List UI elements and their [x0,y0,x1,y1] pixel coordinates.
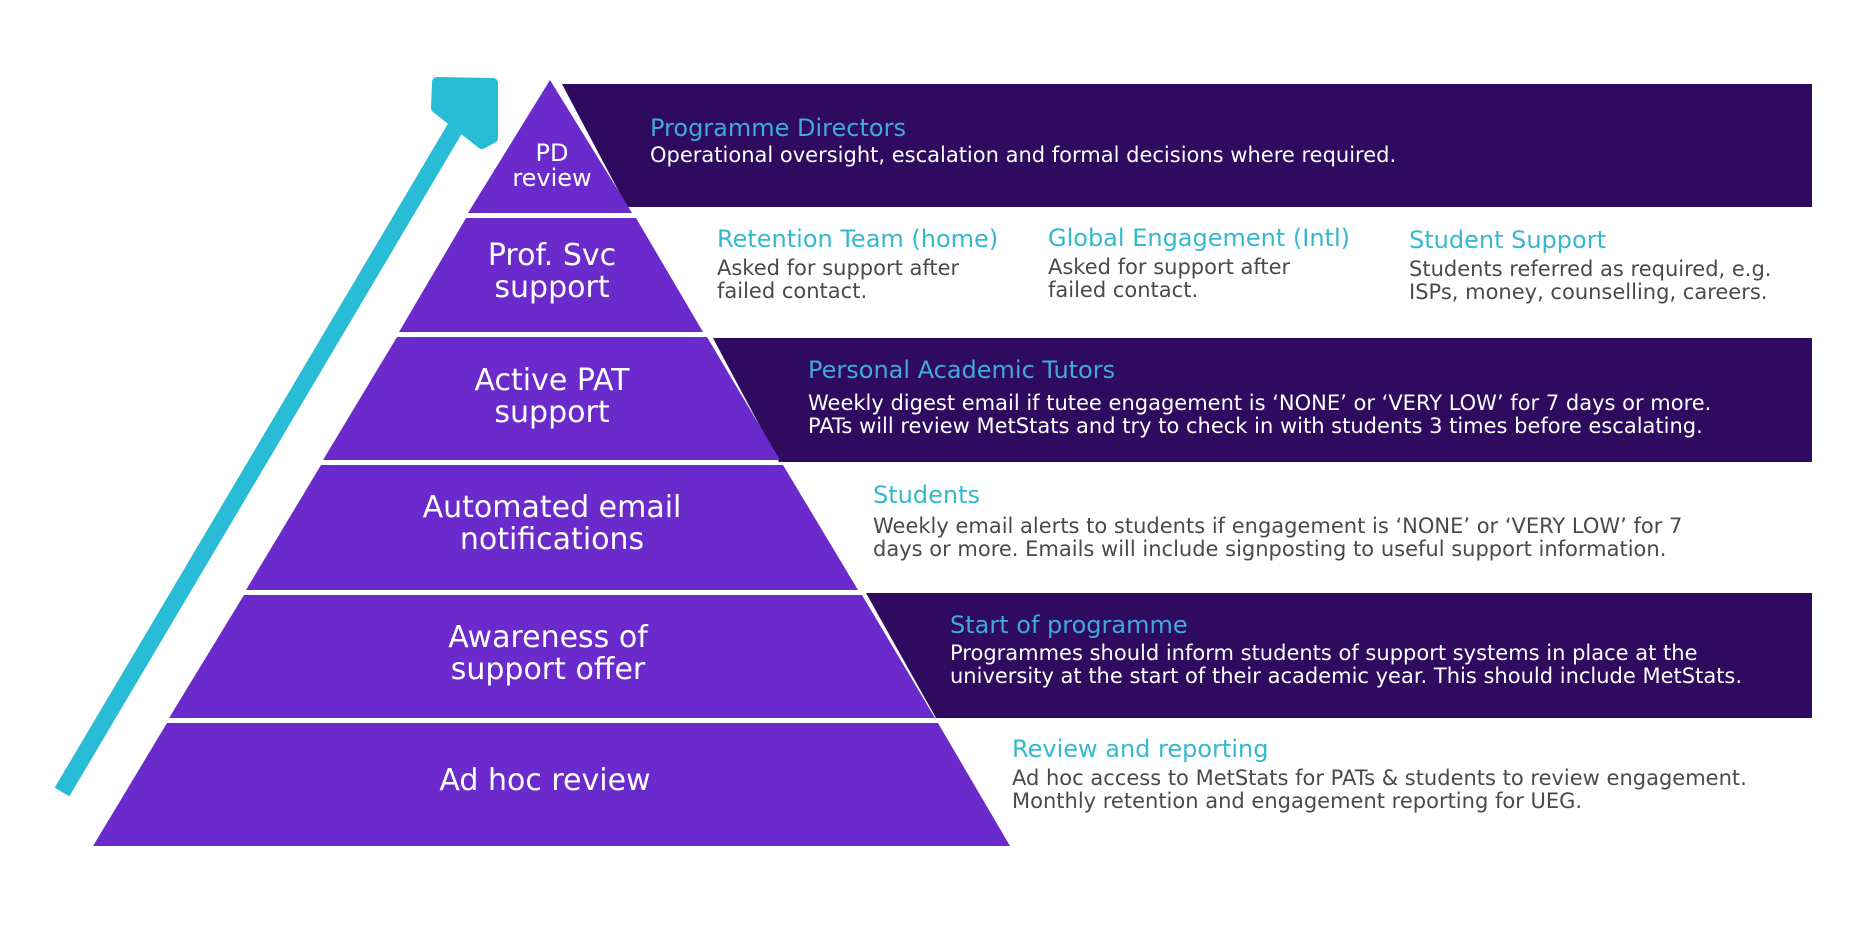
info-title: Student Support [1409,226,1606,254]
tier-awareness [169,595,935,718]
tier-label-automated-email: Automated email notifications [423,492,682,556]
tier-label-line: support offer [450,652,646,687]
bar-personal-academic-tutors [713,338,1812,462]
info-desc: Programmes should inform students of sup… [950,642,1742,688]
tier-prof-svc-support [399,218,703,332]
desc-line: Students referred as required, e.g. [1409,257,1772,281]
info-desc: Asked for support after failed contact. [1048,256,1350,302]
desc-line: PATs will review MetStats and try to che… [808,414,1703,438]
desc-line: ISPs, money, counselling, careers. [1409,280,1768,304]
info-title: Personal Academic Tutors [808,356,1116,384]
bar-programme-directors [562,84,1812,207]
desc-line: university at the start of their academi… [950,664,1743,688]
info-desc: Weekly email alerts to students if engag… [873,515,1682,561]
desc-line: Asked for support after [717,256,960,280]
info-desc: Asked for support after failed contact. [717,257,998,303]
info-title: Start of programme [950,611,1188,639]
info-desc: Weekly digest email if tutee engagement … [808,392,1711,438]
info-desc: Ad hoc access to MetStats for PATs & stu… [1012,767,1747,813]
info-students: Students Weekly email alerts to students… [873,481,1682,561]
tier-label-active-pat: Active PAT support [474,365,629,429]
info-global-engagement: Global Engagement (Intl) Asked for suppo… [1048,224,1350,302]
desc-line: Asked for support after [1048,255,1291,279]
info-review-and-reporting: Review and reporting Ad hoc access to Me… [1012,735,1747,813]
info-personal-academic-tutors: Personal Academic Tutors Weekly digest e… [808,356,1711,438]
tier-label-line: support [494,395,610,430]
info-title: Review and reporting [1012,735,1269,763]
info-desc: Students referred as required, e.g. ISPs… [1409,258,1771,304]
desc-line: Programmes should inform students of sup… [950,641,1698,665]
info-title: Programme Directors [650,114,906,142]
tier-label-line: Prof. Svc [487,238,617,273]
tier-label-prof-svc: Prof. Svc support [488,240,616,304]
tier-label-ad-hoc-review: Ad hoc review [439,765,650,797]
desc-line: Monthly retention and engagement reporti… [1012,789,1583,813]
info-title: Global Engagement (Intl) [1048,224,1350,252]
tier-active-pat-support [323,337,780,460]
tier-label-line: Automated email [422,490,682,525]
desc-line: Ad hoc access to MetStats for PATs & stu… [1012,766,1747,790]
info-student-support: Student Support Students referred as req… [1409,226,1771,304]
bar-start-of-programme [866,593,1812,718]
tier-label-line: Ad hoc review [439,763,651,798]
tier-label-line: notifications [459,522,645,557]
info-title: Students [873,481,980,509]
desc-line: Weekly digest email if tutee engagement … [808,391,1712,415]
desc-line: days or more. Emails will include signpo… [873,537,1667,561]
info-retention-team: Retention Team (home) Asked for support … [717,225,998,303]
tier-label-line: Active PAT [474,363,630,398]
desc-line: Weekly email alerts to students if engag… [873,514,1683,538]
tier-label-pd-review: PD review [512,141,591,191]
tier-label-line: PD [535,139,569,167]
tier-pd-review [468,80,632,213]
tier-label-awareness: Awareness of support offer [448,622,648,686]
tier-label-line: review [512,164,592,192]
desc-line: failed contact. [717,279,868,303]
desc-line: failed contact. [1048,278,1199,302]
info-desc: Operational oversight, escalation and fo… [650,143,1397,167]
arrow-up-right-icon [54,77,498,797]
tier-automated-email [246,465,858,590]
tier-label-line: Awareness of [448,620,648,655]
info-programme-directors: Programme Directors Operational oversigh… [650,114,1396,167]
info-start-of-programme: Start of programme Programmes should inf… [950,611,1742,688]
tier-ad-hoc-review [93,723,1010,846]
info-title: Retention Team (home) [717,225,999,253]
tier-label-line: support [494,270,610,305]
